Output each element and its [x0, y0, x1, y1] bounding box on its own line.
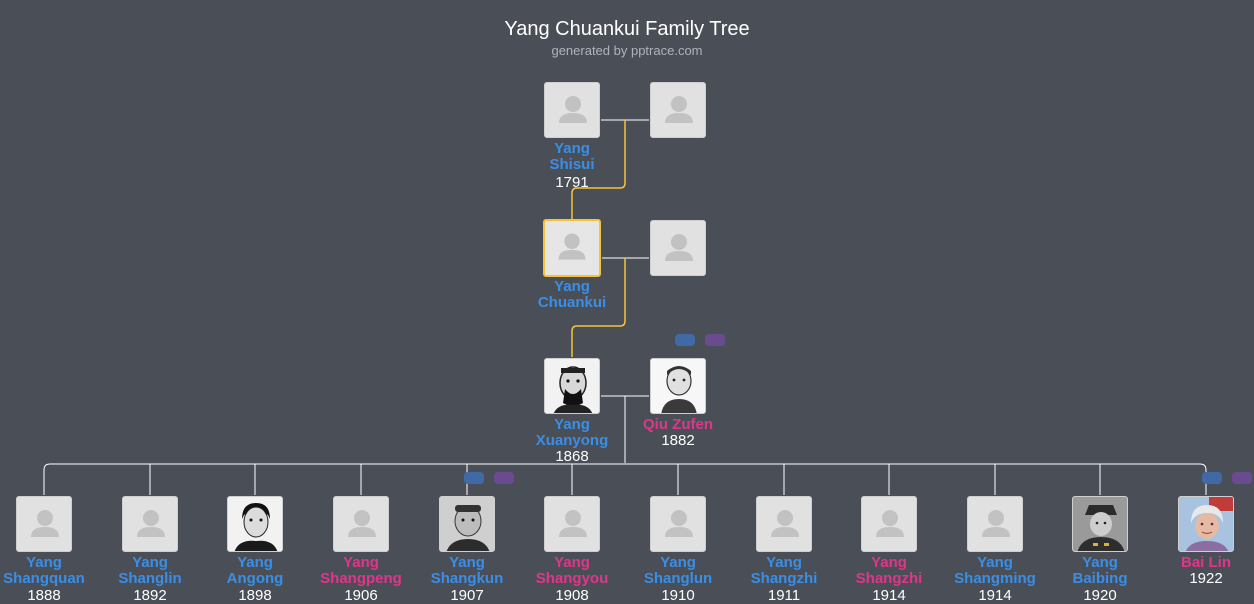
- person-placeholder-icon: [559, 96, 587, 123]
- avatar-child[interactable]: [1178, 496, 1234, 552]
- birth-year: 1906: [344, 587, 378, 604]
- portrait-photo-icon: [1073, 497, 1127, 551]
- person-placeholder-icon: [771, 510, 799, 537]
- page-title: Yang Chuankui Family Tree: [504, 18, 750, 40]
- avatar-child[interactable]: [16, 496, 72, 552]
- person-placeholder-icon: [665, 510, 693, 537]
- avatar-yang-shisui[interactable]: [544, 82, 600, 138]
- person-placeholder-icon: [665, 96, 693, 123]
- person-placeholder-icon: [31, 510, 59, 537]
- person-name-child[interactable]: Bai Lin: [1180, 554, 1231, 571]
- badge-icon[interactable]: [1202, 472, 1222, 484]
- portrait-photo-icon: [440, 497, 494, 551]
- person-placeholder-icon: [559, 510, 587, 537]
- avatar-child[interactable]: [333, 496, 389, 552]
- avatar-yang-chuankui[interactable]: [543, 219, 601, 277]
- birth-year: 1910: [661, 587, 695, 604]
- avatar-child[interactable]: [756, 496, 812, 552]
- person-placeholder-icon: [982, 510, 1010, 537]
- avatar-child[interactable]: [122, 496, 178, 552]
- avatar-child[interactable]: [227, 496, 283, 552]
- birth-year: 1922: [1189, 570, 1223, 587]
- person-placeholder-icon: [348, 510, 376, 537]
- avatar-child[interactable]: [967, 496, 1023, 552]
- avatar-child[interactable]: [544, 496, 600, 552]
- birth-year: 1882: [661, 432, 695, 449]
- portrait-photo-icon: [228, 497, 282, 551]
- birth-year: 1920: [1083, 587, 1117, 604]
- avatar-yang-xuanyong[interactable]: [544, 358, 600, 414]
- badge-icon[interactable]: [1232, 472, 1252, 484]
- birth-year: 1898: [238, 587, 272, 604]
- badge-icon[interactable]: [464, 472, 484, 484]
- badge-icon[interactable]: [705, 334, 725, 346]
- page-subtitle: generated by pptrace.com: [551, 43, 703, 58]
- avatar-spouse-shisui[interactable]: [650, 82, 706, 138]
- person-placeholder-icon: [876, 510, 904, 537]
- birth-year: 1914: [872, 587, 906, 604]
- avatar-spouse-chuankui[interactable]: [650, 220, 706, 276]
- person-placeholder-icon: [137, 510, 165, 537]
- person-placeholder-icon: [558, 233, 586, 260]
- avatar-child[interactable]: [861, 496, 917, 552]
- avatar-qiu-zufen[interactable]: [650, 358, 706, 414]
- portrait-photo-icon: [651, 359, 705, 413]
- birth-year: 1908: [555, 587, 589, 604]
- avatar-child[interactable]: [650, 496, 706, 552]
- birth-year: 1888: [27, 587, 61, 604]
- avatar-child[interactable]: [1072, 496, 1128, 552]
- birth-year: 1911: [767, 587, 801, 604]
- badge-icon[interactable]: [675, 334, 695, 346]
- person-placeholder-icon: [665, 234, 693, 261]
- person-name-qiu-zufen[interactable]: Qiu Zufen: [643, 416, 713, 433]
- avatar-child[interactable]: [439, 496, 495, 552]
- portrait-photo-icon: [545, 359, 599, 413]
- birth-year: 1892: [133, 587, 167, 604]
- badge-icon[interactable]: [494, 472, 514, 484]
- birth-year: 1914: [978, 587, 1012, 604]
- portrait-photo-icon: [1179, 497, 1233, 551]
- birth-year: 1907: [450, 587, 484, 604]
- birth-year: 1791: [555, 174, 589, 191]
- birth-year: 1868: [555, 448, 589, 465]
